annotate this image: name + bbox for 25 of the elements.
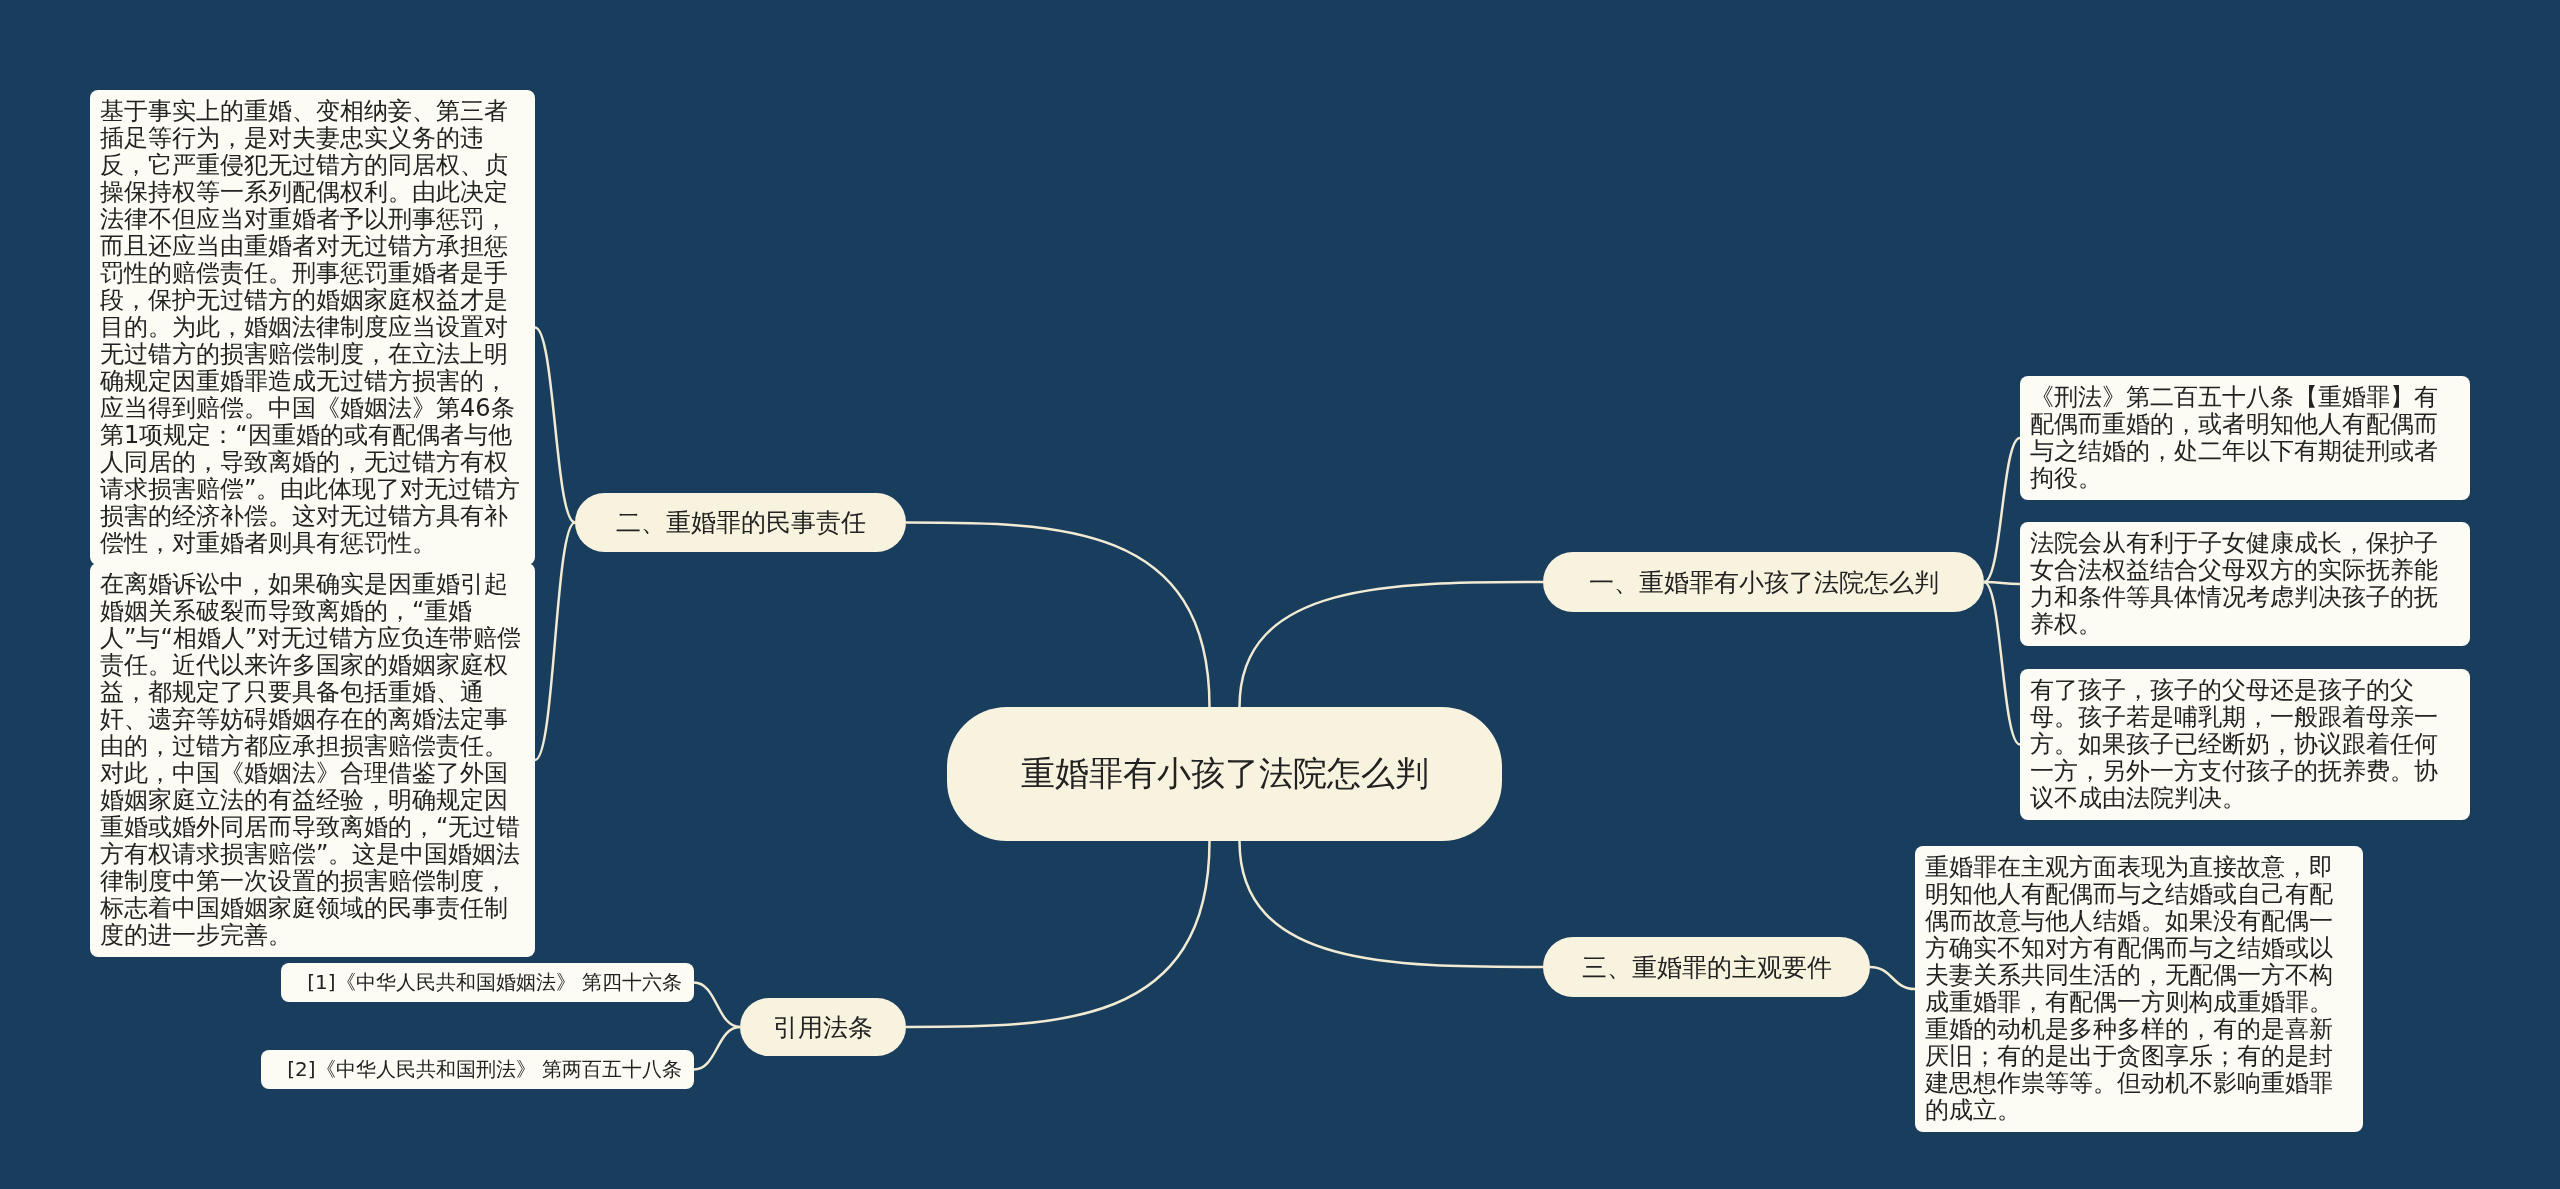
central-topic: 重婚罪有小孩了法院怎么判: [947, 707, 1502, 841]
connector-line: [906, 840, 1211, 1029]
connector-line: [1983, 581, 2021, 746]
text-card: 有了孩子，孩子的父母还是孩子的父母。孩子若是哺乳期，一般跟着母亲一方。如果孩子已经断奶，协议跟着任何一方，另外一方支付孩子的抚养费。协议不成由法院判决。: [2020, 669, 2470, 820]
branch-topic: 二、重婚罪的民事责任: [575, 493, 906, 552]
text-card: 法院会从有利于子女健康成长，保护子女合法权益结合父母双方的实际抚养能力和条件等具体情况考虑判决孩子的抚养权。: [2020, 522, 2470, 646]
connector-line: [693, 981, 741, 1029]
connector-line: [693, 1025, 741, 1071]
connector-line: [1238, 580, 1543, 708]
connector-line: [1983, 436, 2021, 584]
text-card: 重婚罪在主观方面表现为直接故意，即明知他人有配偶而与之结婚或自己有配偶而故意与他人结婚。如果没有配偶一方确实不知对方有配偶而与之结婚或以夫妻关系共同生活的，无配偶一方不构成重婚罪，有配偶一方则构成重婚罪。重婚的动机是多种多样的，有的是喜新厌旧；有的是出于贪图享乐；有的是封建思想作祟等等。但动机不影响重婚罪的成立。: [1915, 846, 2363, 1132]
reference-card: [1]《中华人民共和国婚姻法》 第四十六条: [281, 963, 694, 1002]
connector-line: [534, 326, 576, 524]
connector-line: [534, 521, 576, 761]
text-card: 《刑法》第二百五十八条【重婚罪】有配偶而重婚的，或者明知他人有配偶而与之结婚的，处二年以下有期徒刑或者拘役。: [2020, 376, 2470, 500]
reference-card: [2]《中华人民共和国刑法》 第两百五十八条: [261, 1050, 694, 1089]
connector-line: [1984, 580, 2020, 586]
branch-topic: 引用法条: [740, 998, 906, 1056]
branch-topic: 三、重婚罪的主观要件: [1543, 937, 1870, 997]
branch-topic: 一、重婚罪有小孩了法院怎么判: [1543, 552, 1984, 612]
connector-line: [906, 521, 1211, 708]
connector-line: [1869, 965, 1916, 991]
connector-line: [1238, 840, 1543, 969]
text-card: 基于事实上的重婚、变相纳妾、第三者插足等行为，是对夫妻忠实义务的违反，它严重侵犯无过错方的同居权、贞操保持权等一系列配偶权利。由此决定法律不但应当对重婚者予以刑事惩罚，而且还应当由重婚者对无过错方承担惩罚性的赔偿责任。刑事惩罚重婚者是手段，保护无过错方的婚姻家庭权益才是目的。为此，婚姻法律制度应当设置对无过错方的损害赔偿制度，在立法上明确规定因重婚罪造成无过错方损害的，应当得到赔偿。中国《婚姻法》第46条第1项规定：“因重婚的或有配偶者与他人同居的，导致离婚的，无过错方有权请求损害赔偿”。由此体现了对无过错方损害的经济补偿。这对无过错方具有补偿性，对重婚者则具有惩罚性。: [90, 90, 535, 565]
text-card: 在离婚诉讼中，如果确实是因重婚引起婚姻关系破裂而导致离婚的，“重婚人”与“相婚人”对无过错方应负连带赔偿责任。近代以来许多国家的婚姻家庭权益，都规定了只要具备包括重婚、通奸、遗弃等妨碍婚姻存在的离婚法定事由的，过错方都应承担损害赔偿责任。对此，中国《婚姻法》合理借鉴了外国婚姻家庭立法的有益经验，明确规定因重婚或婚外同居而导致离婚的，“无过错方有权请求损害赔偿”。这是中国婚姻法律制度中第一次设置的损害赔偿制度，标志着中国婚姻家庭领域的民事责任制度的进一步完善。: [90, 563, 535, 957]
